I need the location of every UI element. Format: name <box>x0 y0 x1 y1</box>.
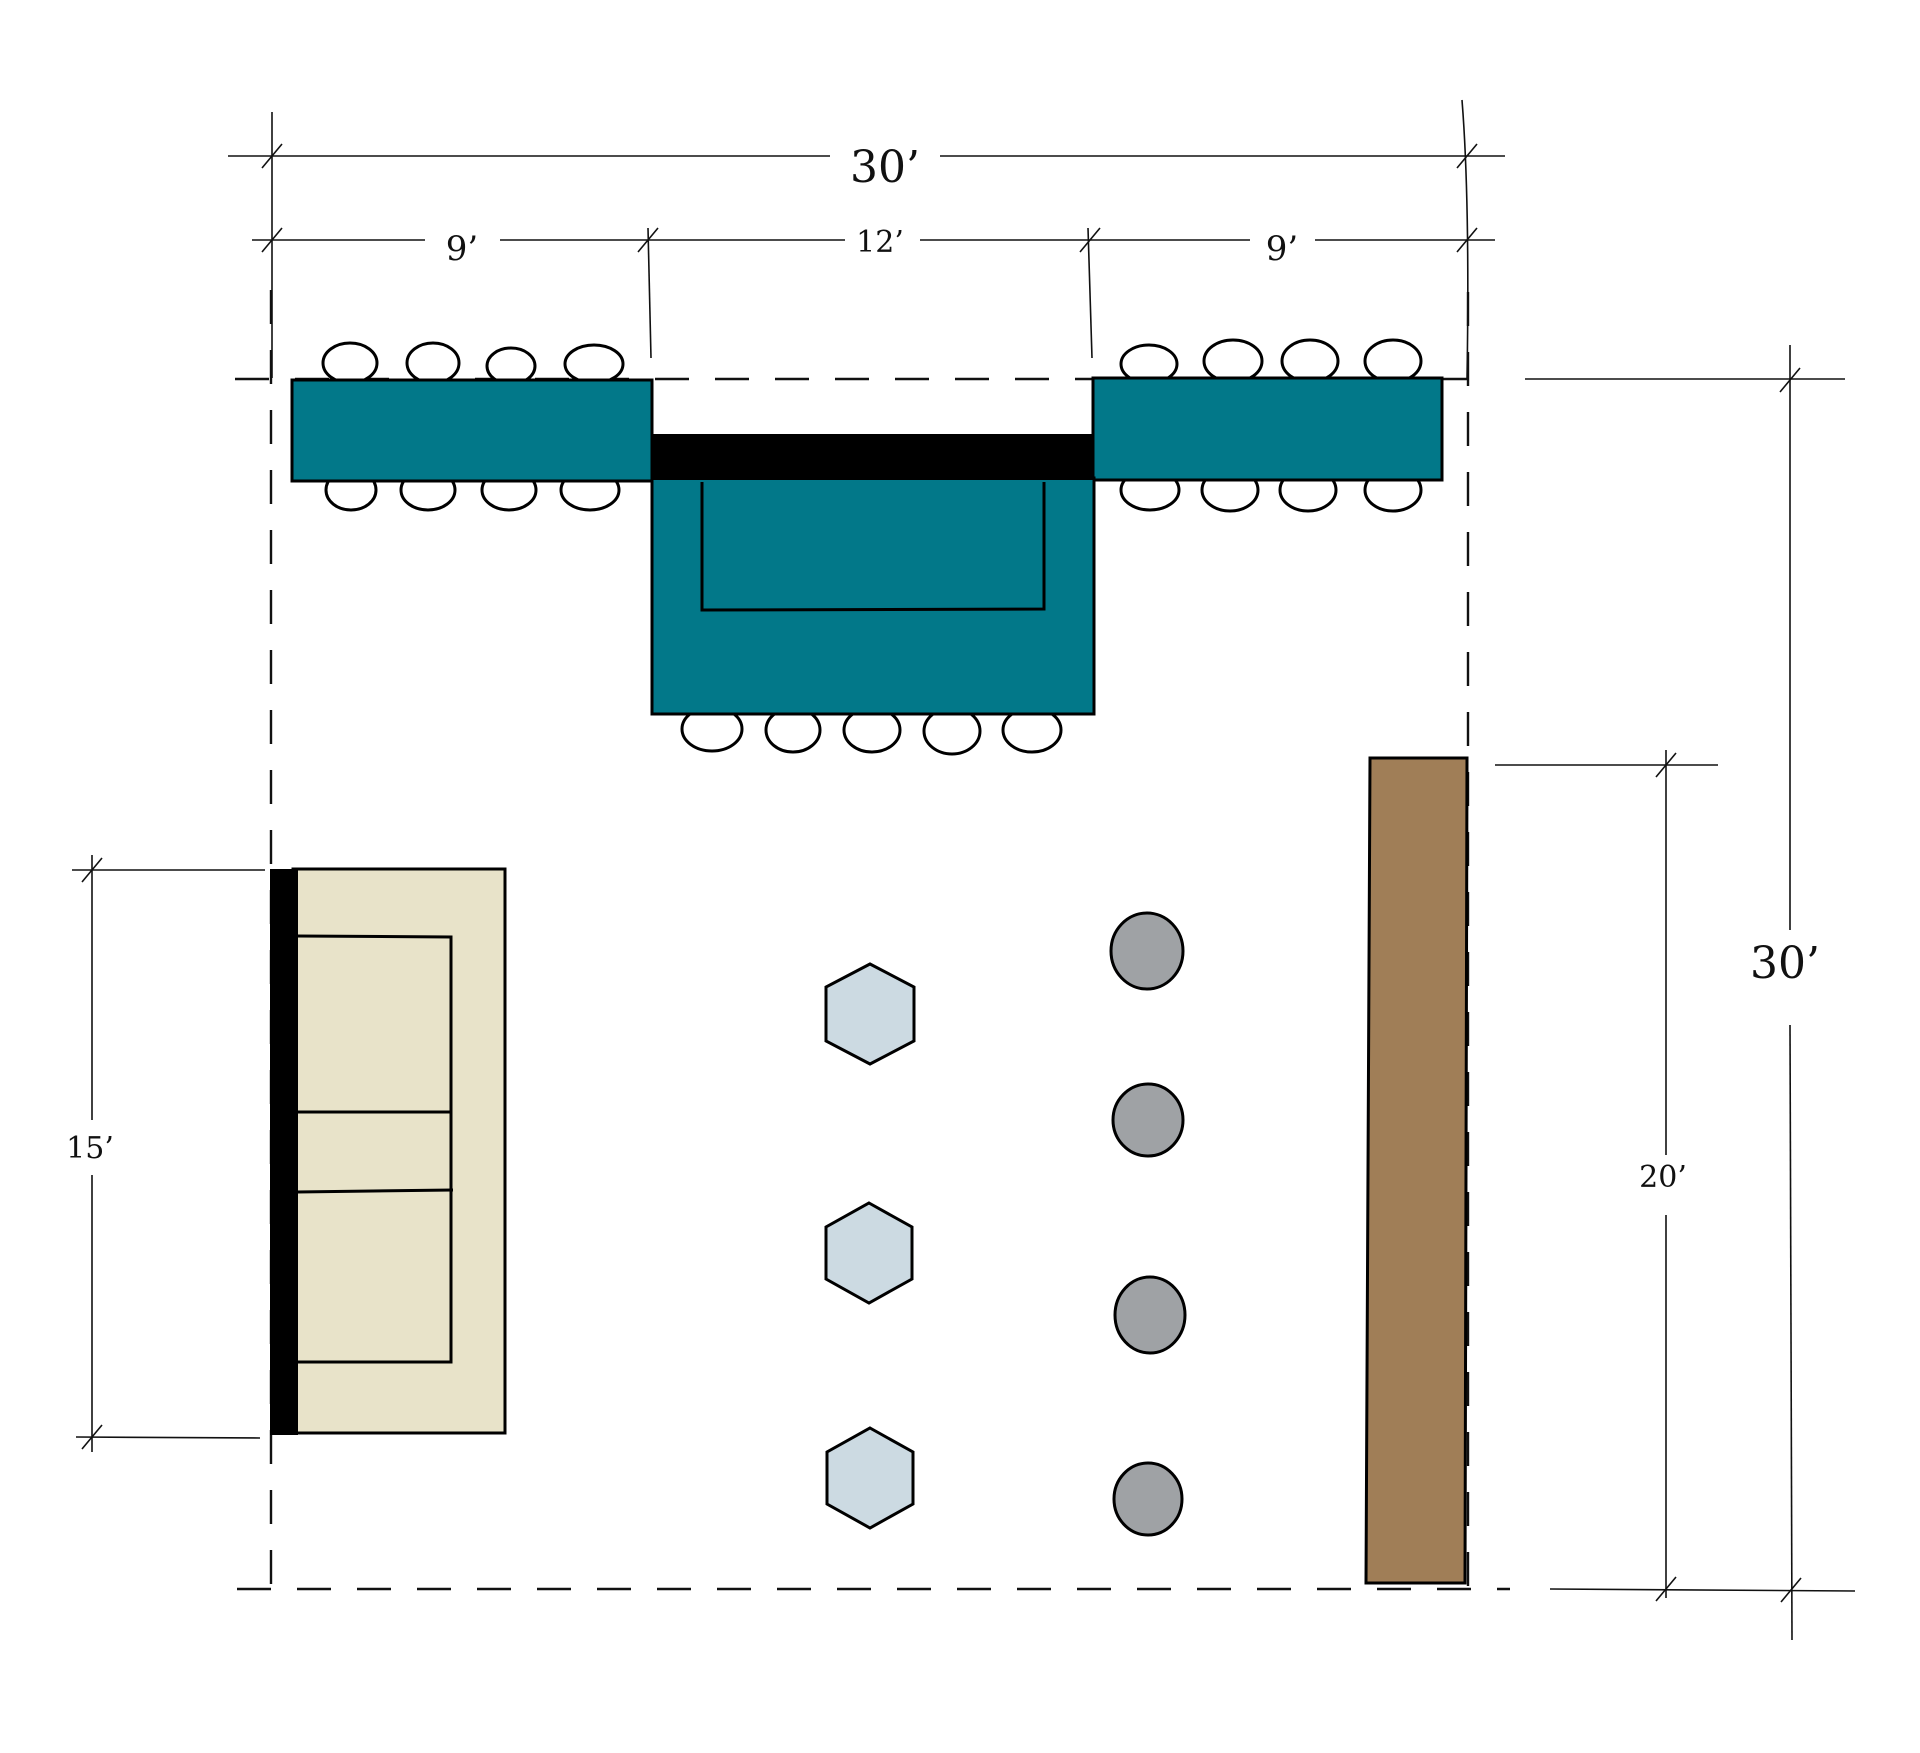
dimension-label-right-inner: 20’ <box>1639 1160 1687 1195</box>
stage-platform <box>650 476 1096 716</box>
chair <box>563 343 625 385</box>
stage-back-wall <box>652 434 1094 480</box>
round-stool <box>1111 1082 1185 1158</box>
dimension-label-top-overall: 30’ <box>850 142 920 193</box>
round-stools <box>1109 911 1187 1537</box>
banquette-left-table <box>290 378 654 483</box>
chair <box>405 341 461 385</box>
dimension-label-top-left: 9’ <box>446 229 478 269</box>
hexagon-stool <box>825 1426 915 1530</box>
chair <box>321 341 379 385</box>
sofa-left <box>270 867 507 1435</box>
sofa-cushions-outline <box>296 934 453 1364</box>
dimension-label-top-right: 9’ <box>1266 229 1298 269</box>
dimension-right-overall: 30’ <box>1525 345 1856 1641</box>
stage-inner-outline <box>700 482 1046 612</box>
dimension-left-sofa: 15’ <box>66 855 265 1452</box>
round-stool <box>1112 1461 1184 1537</box>
banquette-right-table <box>1091 376 1444 482</box>
hexagon-stool <box>824 1201 914 1305</box>
dimension-label-top-middle: 12’ <box>856 225 904 260</box>
sofa-back-wall <box>270 869 298 1435</box>
banquette-right <box>1091 338 1444 513</box>
sofa-cushion-divider <box>296 1188 454 1194</box>
dimension-top-segments: 9’ 12’ 9’ <box>252 225 1495 359</box>
sofa-body <box>291 867 507 1435</box>
dimension-top-overall: 30’ <box>228 99 1505 381</box>
dimension-label-right-overall: 30’ <box>1750 938 1820 989</box>
bar-counter-top <box>1364 756 1469 1585</box>
round-stool <box>1113 1275 1187 1355</box>
chair <box>1363 338 1423 384</box>
stage-center <box>650 434 1096 756</box>
hexagon-stools <box>824 962 916 1530</box>
banquette-left <box>290 341 654 512</box>
chair <box>1280 338 1340 384</box>
dimension-right-inner: 20’ <box>1495 750 1718 1602</box>
hexagon-stool <box>824 962 916 1066</box>
chair <box>1202 338 1264 384</box>
bar-counter <box>1364 756 1469 1585</box>
round-stool <box>1109 911 1185 991</box>
dimension-label-left-sofa: 15’ <box>66 1131 114 1166</box>
